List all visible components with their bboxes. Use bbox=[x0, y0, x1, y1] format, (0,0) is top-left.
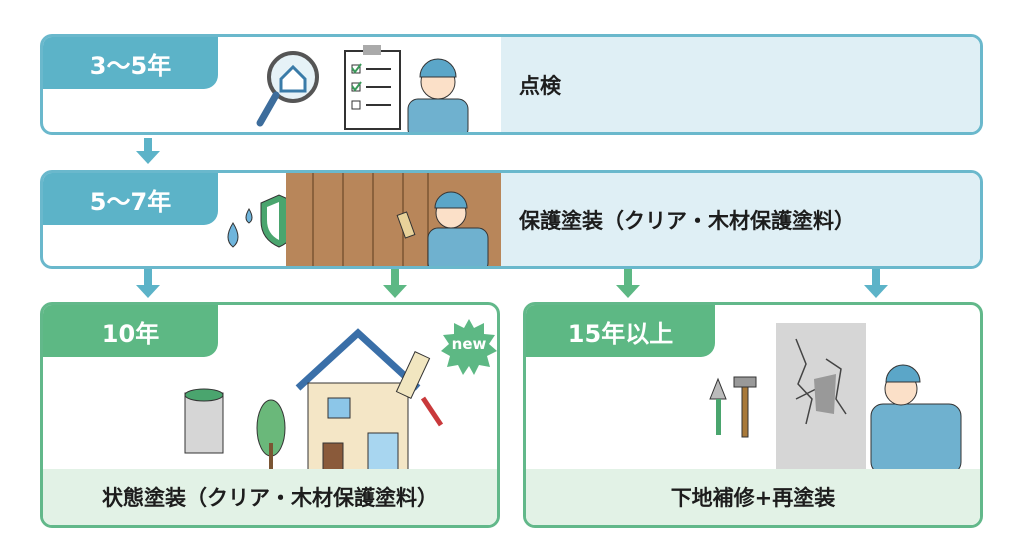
house-icon bbox=[295, 328, 421, 473]
step-action: 状態塗装（クリア・木材保護塗料） bbox=[43, 469, 497, 525]
worker-icon bbox=[407, 58, 469, 132]
step-base-repair: 15年以上 下地補修+再塗装 bbox=[523, 302, 983, 528]
step-action: 点検 bbox=[501, 37, 980, 132]
period-tag: 5〜7年 bbox=[43, 173, 218, 225]
worker-icon bbox=[870, 364, 962, 474]
new-badge bbox=[441, 319, 497, 375]
coating-illustration bbox=[227, 173, 503, 266]
step-action: 下地補修+再塗装 bbox=[526, 469, 980, 525]
paint-roller-icon bbox=[395, 351, 444, 427]
wall-repair-illustration bbox=[709, 323, 962, 474]
inspection-illustration bbox=[256, 45, 469, 132]
trowel-icon bbox=[709, 377, 727, 435]
magnifier-icon bbox=[256, 51, 319, 127]
checklist-icon bbox=[344, 45, 401, 130]
tree-icon bbox=[256, 399, 286, 473]
water-drop-icon bbox=[227, 208, 253, 248]
worker-icon bbox=[396, 191, 489, 266]
hammer-icon bbox=[733, 376, 757, 438]
period-tag: 3〜5年 bbox=[43, 37, 218, 89]
step-repaint: 10年 new 状態塗装（クリア・木材保護塗料） bbox=[40, 302, 500, 528]
step-action: 保護塗装（クリア・木材保護塗料） bbox=[501, 173, 980, 266]
period-tag: 10年 bbox=[43, 305, 218, 357]
step-inspection: 3〜5年 点検 bbox=[40, 34, 983, 135]
house-painting-illustration bbox=[184, 328, 444, 473]
new-badge-label: new bbox=[451, 335, 487, 353]
paint-bucket-icon bbox=[184, 388, 224, 454]
step-protective-coating: 5〜7年 保護塗装（クリア・木材保護塗料） bbox=[40, 170, 983, 269]
period-tag: 15年以上 bbox=[526, 305, 715, 357]
